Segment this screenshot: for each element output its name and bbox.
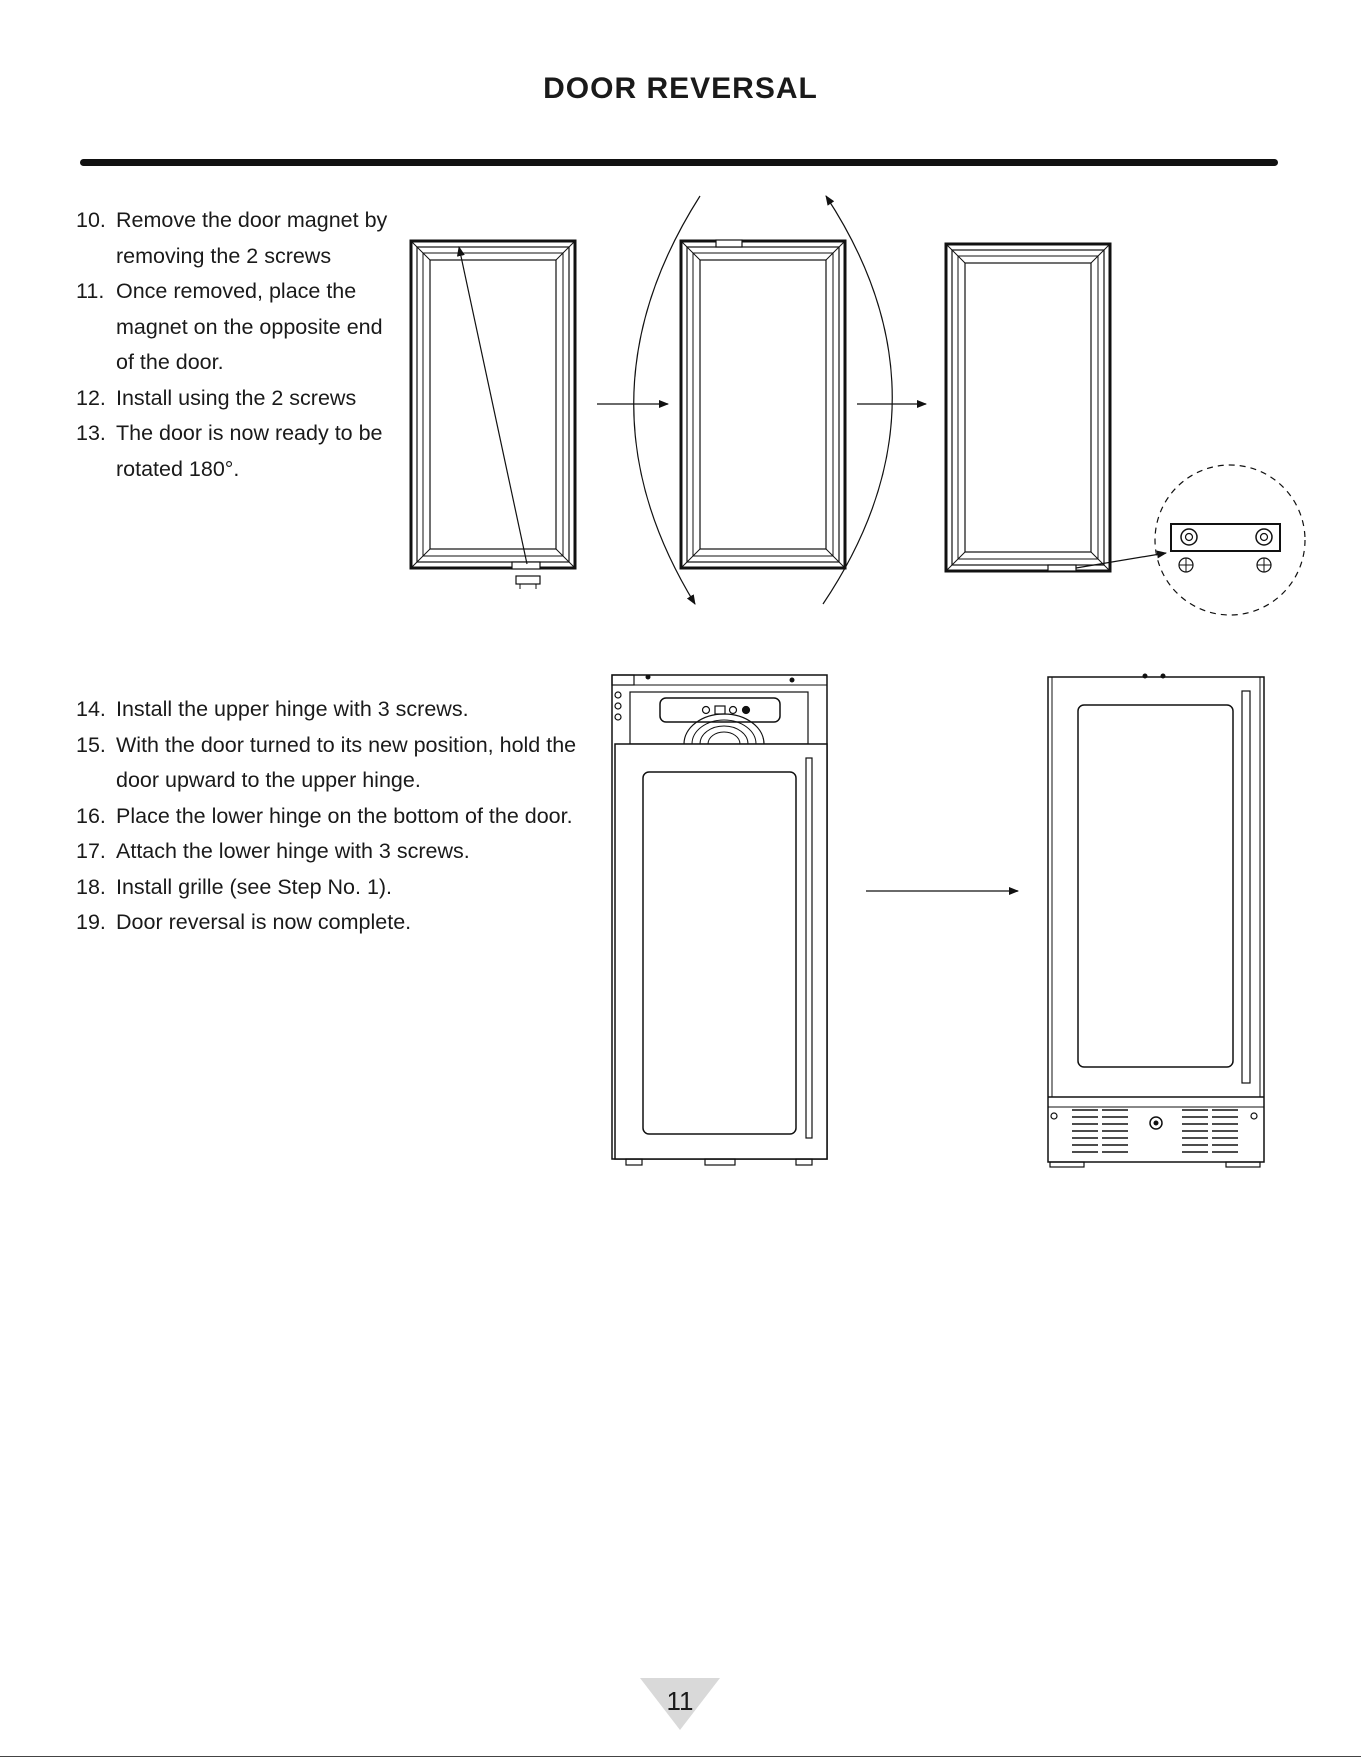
- step-text: Door reversal is now complete.: [116, 910, 412, 934]
- cooler-diagram-door-attach: [611, 674, 828, 1166]
- step-number: 14.: [76, 697, 106, 721]
- step-item: 16. Place the lower hinge on the bottom o…: [76, 799, 616, 835]
- step-number: 15.: [76, 732, 106, 757]
- step-item: 11. Once removed, place the magnet on the…: [76, 274, 406, 381]
- step-item: 17. Attach the lower hinge with 3 screws.: [76, 834, 616, 870]
- title-rule: [80, 159, 1278, 166]
- step-number: 16.: [76, 803, 106, 828]
- step-number: 12.: [76, 385, 106, 410]
- step-number: 13.: [76, 421, 106, 445]
- steps-list-hinge: 14. Install the upper hinge with 3 screws…: [76, 692, 616, 941]
- step-text: With the door turned to its new position…: [116, 732, 577, 793]
- door-diagram-magnet-removal: [409, 239, 577, 589]
- step-number: 19.: [76, 910, 106, 934]
- door-diagram-magnet-installed: [944, 242, 1306, 616]
- step-number: 10.: [76, 208, 106, 232]
- step-number: 11.: [76, 279, 105, 303]
- page-number: 11: [666, 1686, 694, 1716]
- step-number: 17.: [76, 839, 106, 863]
- step-text: Place the lower hinge on the bottom of t…: [116, 803, 573, 828]
- step-text: Once removed, place the magnet on the op…: [116, 279, 383, 374]
- cooler-diagram-complete: [1047, 673, 1265, 1168]
- page-title: DOOR REVERSAL: [543, 72, 818, 105]
- step-item: 15. With the door turned to its new posit…: [76, 728, 616, 799]
- door-diagram-rotate: [633, 195, 893, 605]
- page-number-badge: 11: [640, 1676, 720, 1732]
- step-item: 13. The door is now ready to be rotated 1…: [76, 416, 406, 487]
- step-item: 12. Install using the 2 screws: [76, 381, 406, 417]
- step-text: Install using the 2 screws: [116, 385, 357, 410]
- step-item: 19. Door reversal is now complete.: [76, 905, 616, 941]
- step-text: Remove the door magnet by removing the 2…: [116, 208, 388, 268]
- step-item: 14. Install the upper hinge with 3 screws…: [76, 692, 616, 728]
- step-number: 18.: [76, 874, 106, 899]
- step-text: Install the upper hinge with 3 screws.: [116, 697, 469, 721]
- steps-list-magnet: 10. Remove the door magnet by removing th…: [76, 203, 406, 487]
- step-text: Attach the lower hinge with 3 screws.: [116, 839, 470, 863]
- step-item: 10. Remove the door magnet by removing th…: [76, 203, 406, 274]
- step-text: Install grille (see Step No. 1).: [116, 874, 393, 899]
- step-text: The door is now ready to be rotated 180°…: [116, 421, 383, 481]
- page-number-triangle: [640, 1678, 720, 1730]
- page-bottom-border: [0, 1756, 1361, 1757]
- step-item: 18. Install grille (see Step No. 1).: [76, 870, 616, 906]
